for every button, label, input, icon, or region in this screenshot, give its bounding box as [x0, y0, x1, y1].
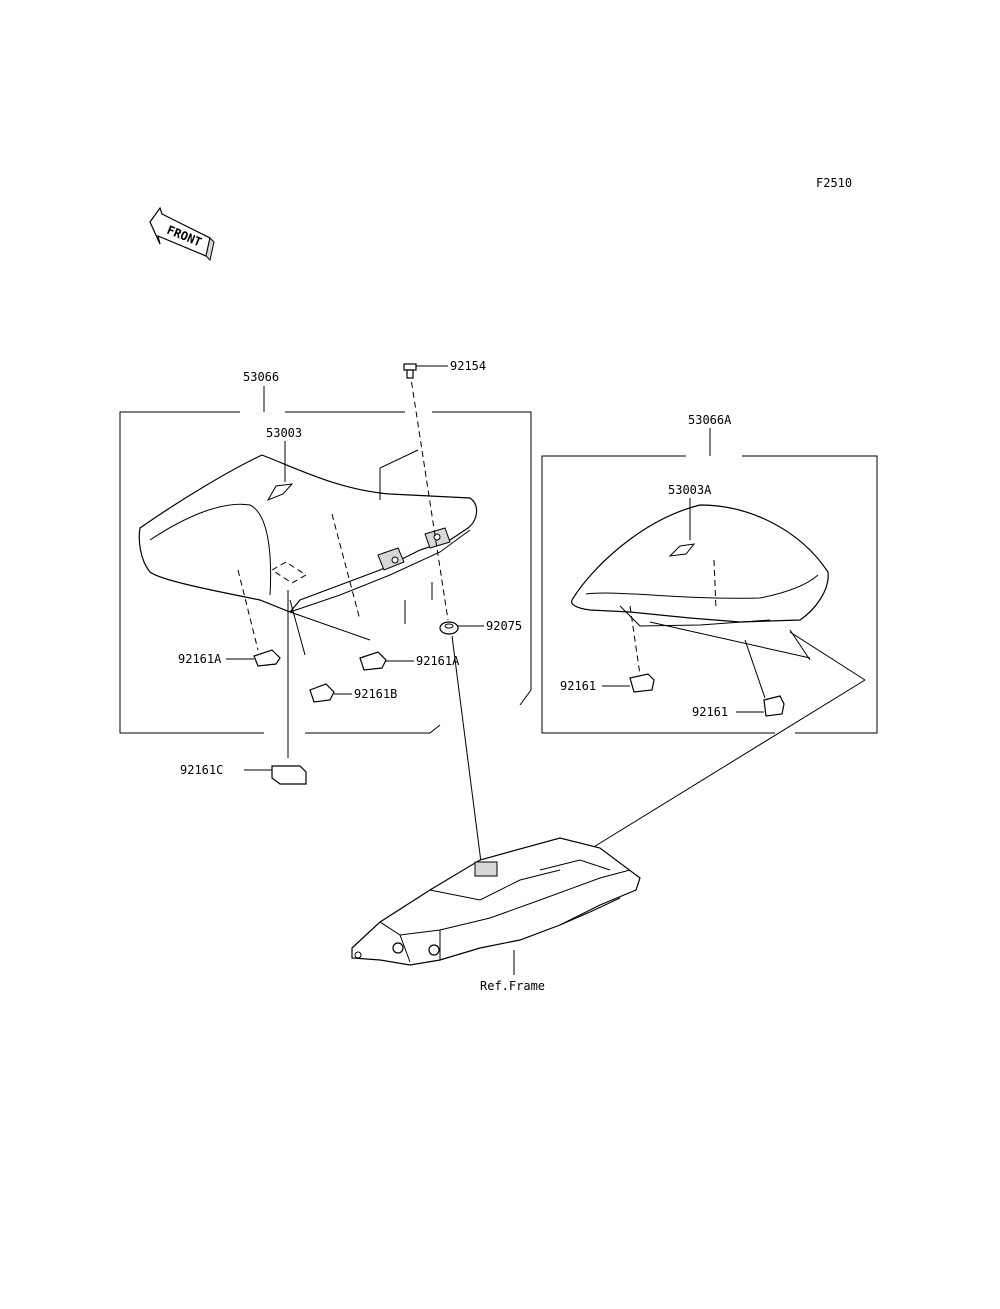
label-53003A: 53003A — [668, 483, 712, 497]
damper-92161B — [309, 683, 335, 703]
label-ref-frame: Ref.Frame — [480, 979, 545, 993]
damper-92161A-left — [253, 649, 281, 667]
rear-frame — [351, 837, 641, 966]
patch-53003 — [266, 483, 294, 501]
front-seat — [138, 454, 478, 613]
diagram-code: F2510 — [816, 176, 852, 190]
label-92161A-left: 92161A — [178, 652, 222, 666]
label-53066A: 53066A — [688, 413, 732, 427]
front-arrow-icon: FRONT — [149, 206, 215, 261]
label-92161C: 92161C — [180, 763, 223, 777]
label-92161-1: 92161 — [560, 679, 596, 693]
rear-seat-group: 53066A 53003A 92161 92161 — [539, 413, 878, 881]
damper-92161A-right — [359, 651, 387, 671]
label-92161A-right: 92161A — [416, 654, 460, 668]
label-53066: 53066 — [243, 370, 279, 384]
damper-92161C — [271, 765, 307, 785]
label-53003: 53003 — [266, 426, 302, 440]
label-92161B: 92161B — [354, 687, 397, 701]
patch-53003A — [668, 543, 696, 557]
damper-92161-2 — [763, 695, 785, 717]
label-92075: 92075 — [486, 619, 522, 633]
damper-92161-1 — [629, 673, 655, 693]
rear-seat — [570, 504, 829, 623]
bolt-92154 — [403, 363, 417, 379]
front-seat-group: 53066 53003 92161A 92161A — [119, 359, 532, 758]
label-92161-2: 92161 — [692, 705, 728, 719]
label-92154: 92154 — [450, 359, 486, 373]
